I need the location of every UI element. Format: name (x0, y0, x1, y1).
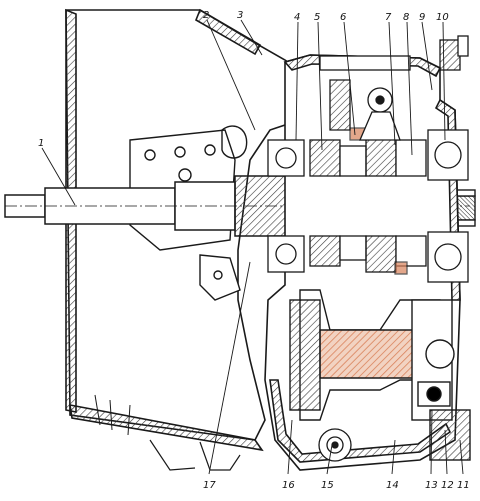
callout-labels: 1 2 3 4 5 6 7 8 9 10 11 12 13 14 15 16 1… (38, 10, 470, 491)
callout-12: 12 (441, 480, 454, 491)
countershaft-assembly (289, 289, 471, 461)
callout-3: 3 (237, 10, 243, 21)
callout-15: 15 (321, 480, 334, 491)
callout-8: 8 (403, 12, 409, 23)
callout-11: 11 (457, 480, 470, 491)
leader-lines (41, 19, 464, 475)
callout-2: 2 (203, 10, 209, 21)
callout-16: 16 (282, 480, 295, 491)
shift-mechanism (319, 55, 411, 141)
front-bearing (267, 139, 305, 273)
callout-1: 1 (38, 138, 44, 149)
callout-7: 7 (385, 12, 392, 23)
callout-17: 17 (203, 480, 216, 491)
callout-13: 13 (425, 480, 438, 491)
callout-5: 5 (314, 12, 320, 23)
callout-9: 9 (419, 12, 425, 23)
callout-10: 10 (436, 12, 449, 23)
callout-14: 14 (386, 480, 399, 491)
callout-4: 4 (294, 12, 300, 23)
callout-6: 6 (340, 12, 346, 23)
main-gears (309, 127, 427, 275)
drain-plug (318, 428, 352, 462)
rear-bearing (427, 35, 469, 283)
